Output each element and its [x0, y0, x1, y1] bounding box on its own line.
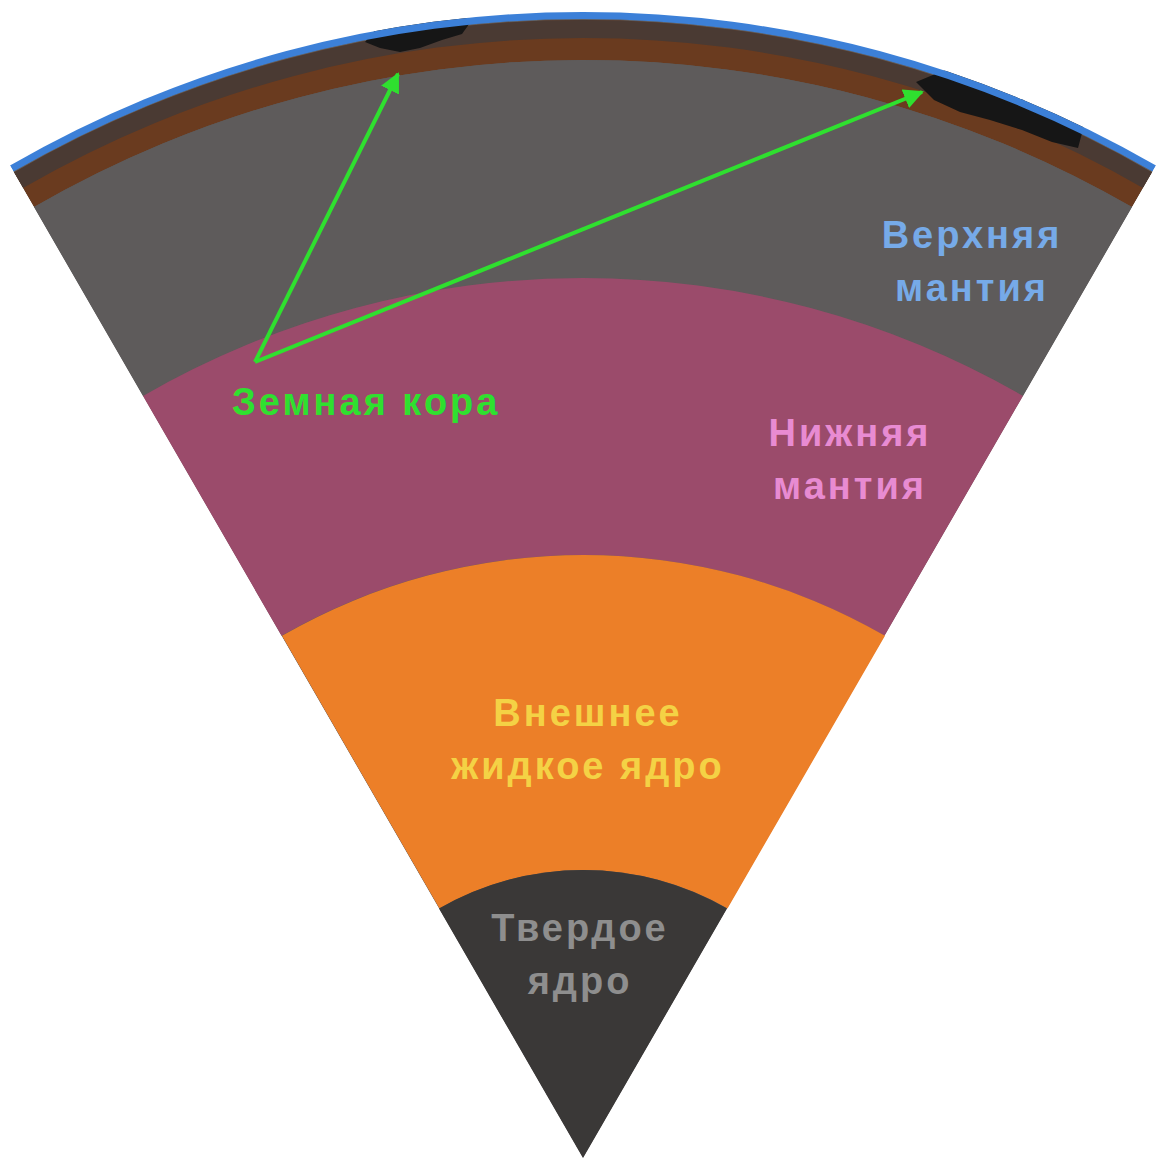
crust-group	[10, 6, 1157, 1158]
leader-arrow	[255, 92, 922, 362]
wedge-base	[13, 18, 1153, 1158]
layer-name: Твердое ядро	[470, 902, 690, 1008]
crust-label: Земная кора	[232, 380, 500, 426]
band-fill	[282, 555, 885, 909]
layer-name: Внешнее жидкое ядро	[428, 687, 748, 793]
outer-core-band: Внешнее жидкое ядро	[282, 555, 885, 909]
layer-name: Нижняя мантия	[720, 407, 980, 513]
layer-name: Верхняя мантия	[842, 209, 1102, 315]
inner-core-band: Твердое ядро	[439, 870, 727, 1158]
leader-arrow	[255, 74, 398, 362]
band-fill	[439, 870, 727, 1158]
